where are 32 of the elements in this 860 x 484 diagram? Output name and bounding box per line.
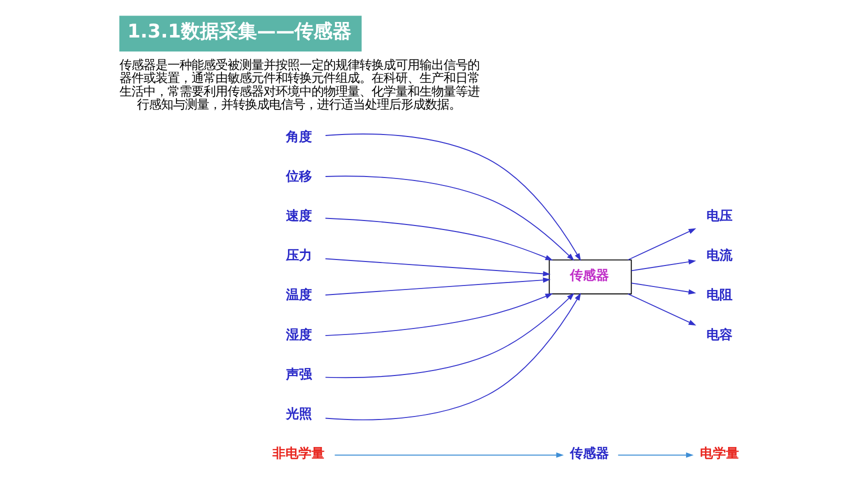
node-text: 温度 xyxy=(286,288,312,304)
arrow xyxy=(630,259,696,272)
arrow xyxy=(324,218,553,260)
node-text: 湿度 xyxy=(286,328,312,343)
node-text: 电压 xyxy=(706,209,733,224)
node-text: 光照 xyxy=(286,407,312,422)
node-text: 角度 xyxy=(286,130,312,145)
node-text: 电阻 xyxy=(706,288,733,304)
arrow xyxy=(628,293,696,326)
arrow xyxy=(630,282,696,295)
arrow xyxy=(324,293,553,336)
label: 传感器是一种能感受被测量并按照一定的规律转换成可用输出信号的器件或装置，通常由敏感元件和转换元件组成。在科研、生产和日常生活中，常需要利用传感器对环境中的物理量、化学量和生物量等进行感知与测量，并转换成电信号，进行适当处理后形成数据。 xyxy=(119,58,480,112)
node-text: 电容 xyxy=(706,328,733,343)
arrow xyxy=(324,258,551,276)
diagram-title: 1.3.1数据采集——传感器 xyxy=(127,21,352,42)
node-box: 传感器 xyxy=(548,259,632,294)
arrow xyxy=(325,292,581,420)
arrow xyxy=(334,452,564,458)
node-text: 声强 xyxy=(286,367,312,382)
node-text: 位移 xyxy=(286,169,312,184)
node-text: 传感器 xyxy=(570,446,610,462)
arrow xyxy=(618,452,694,458)
node-text: 电流 xyxy=(706,248,733,264)
arrow xyxy=(325,134,581,261)
arrow xyxy=(628,228,696,260)
arrow xyxy=(324,277,551,296)
arrow xyxy=(325,176,574,261)
arrow xyxy=(325,292,574,378)
node-text: 压力 xyxy=(286,248,312,264)
node-text: 速度 xyxy=(286,209,312,224)
node-text: 电学量 xyxy=(700,446,740,462)
node-text: 非电学量 xyxy=(272,446,325,462)
